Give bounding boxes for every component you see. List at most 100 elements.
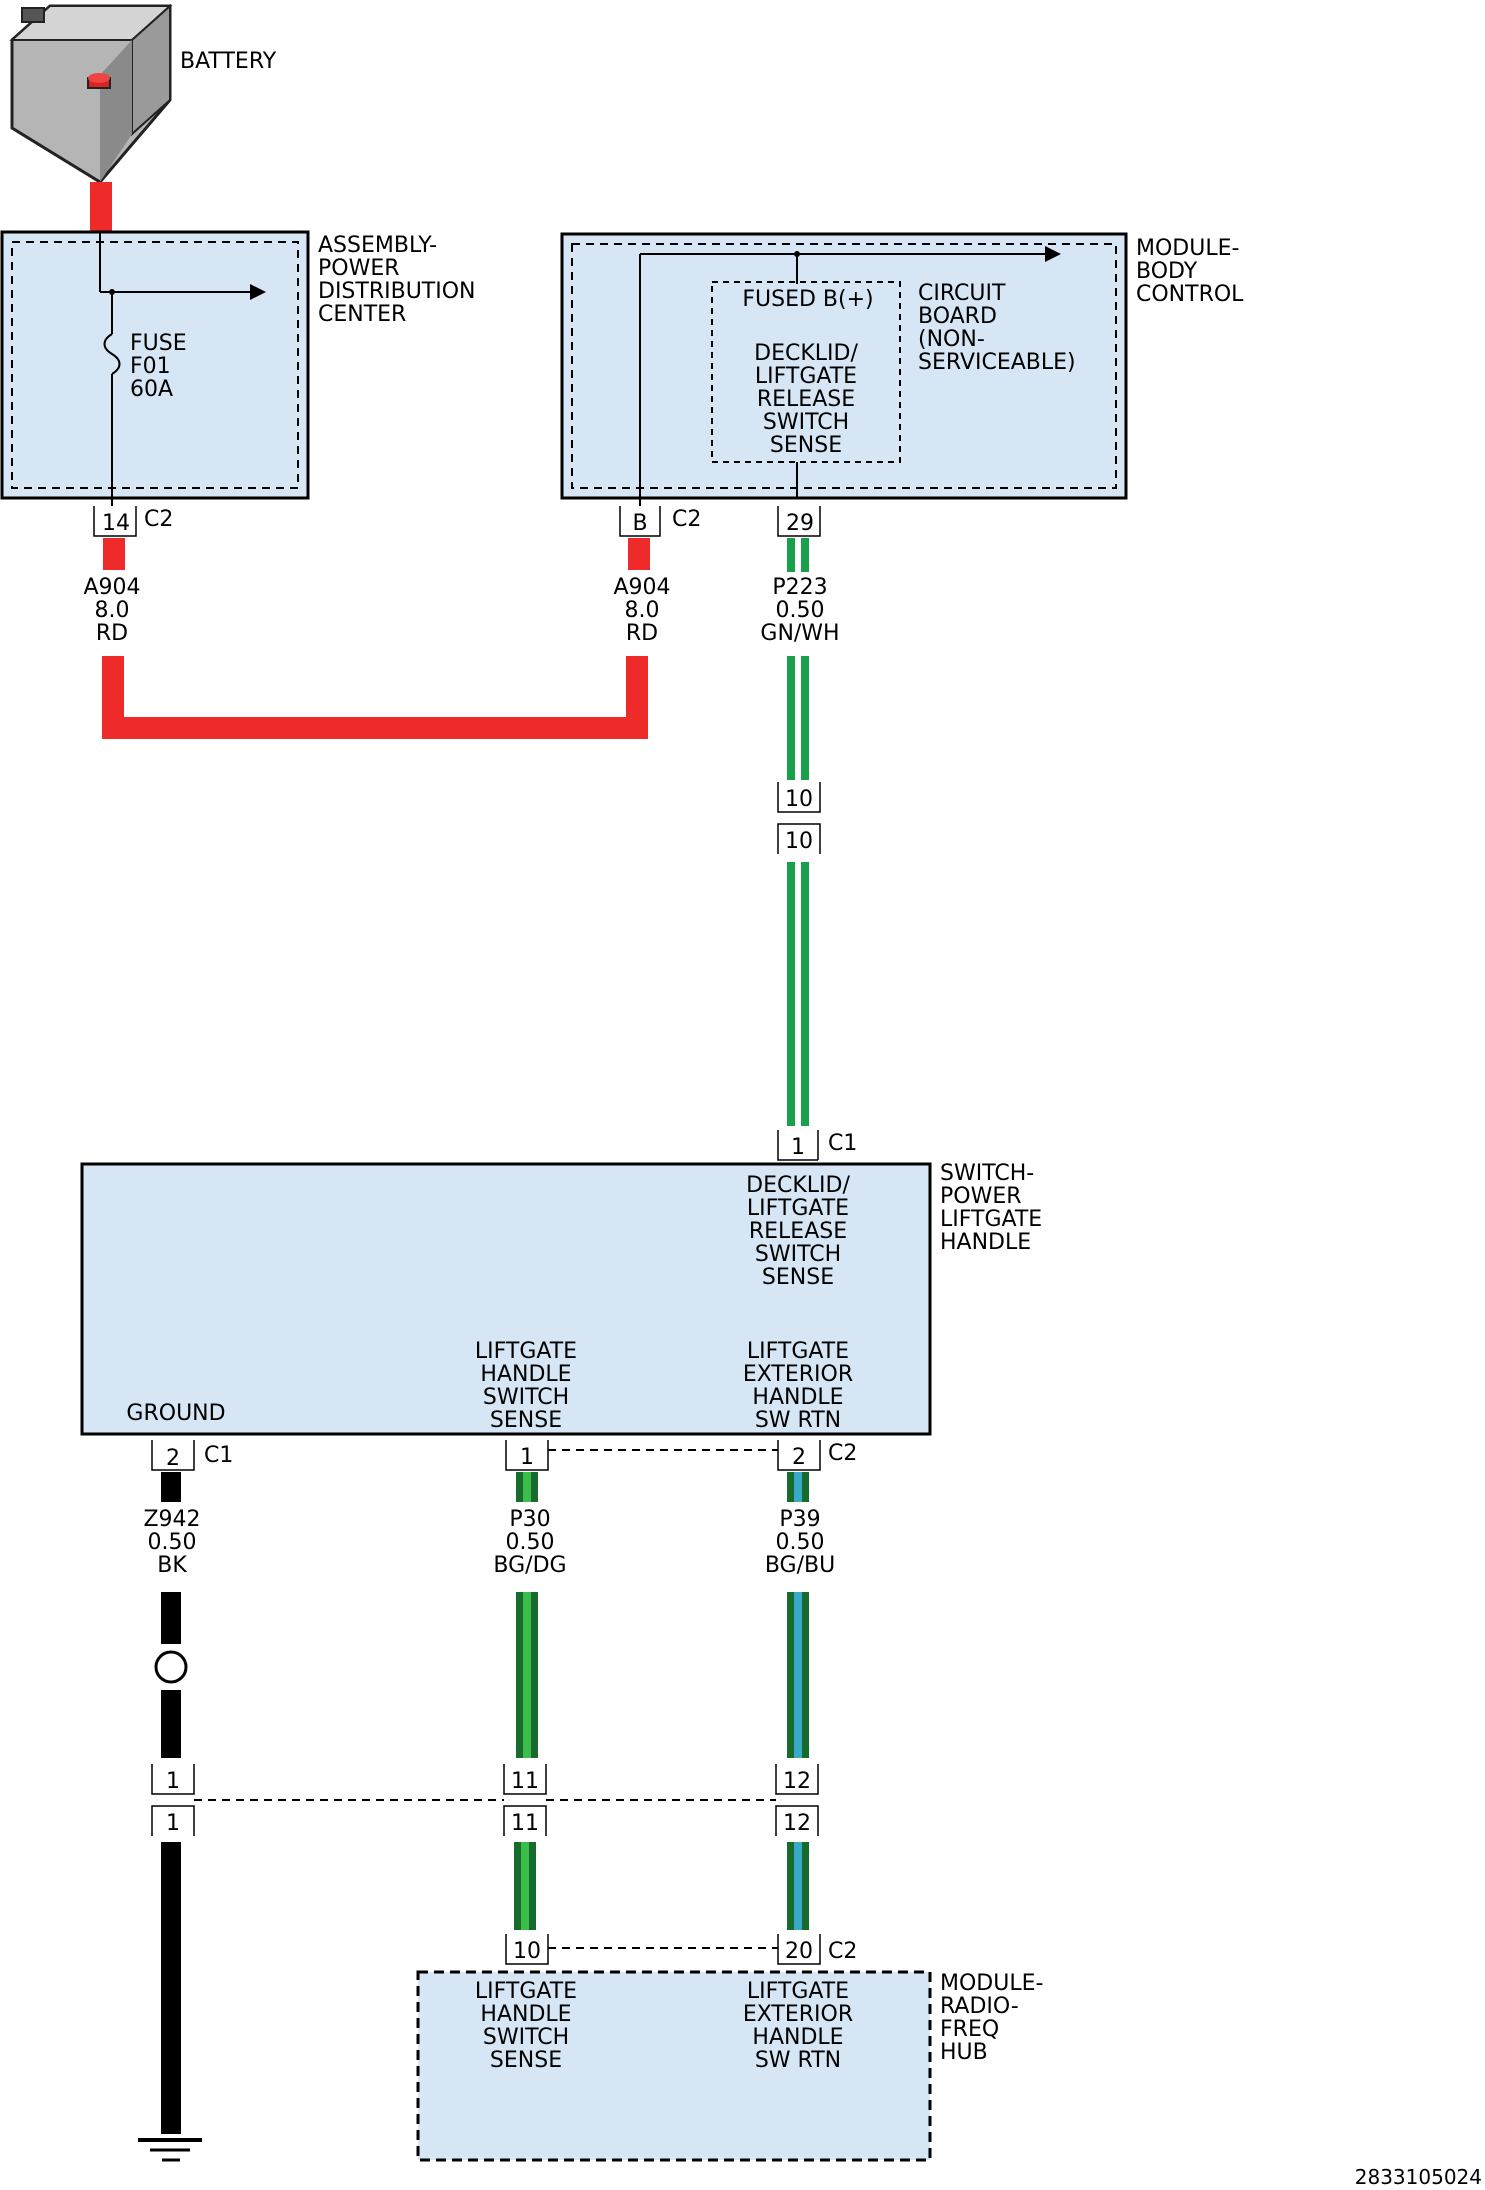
rfhub-rtn-2: EXTERIOR (743, 2002, 853, 2027)
switch-connector-c1-top: C1 (828, 1131, 857, 1156)
bcm-circuit-board-3: (NON- (918, 327, 985, 352)
rfhub-label-3: FREQ (940, 2017, 999, 2042)
pdc-connector-c2: C2 (144, 507, 173, 532)
rfhub-rtn-3: HANDLE (752, 2025, 843, 2050)
rfhub-sense-3: SWITCH (483, 2025, 569, 2050)
liftgate-handle-switch (80, 1162, 932, 1436)
switch-top-sense-3: RELEASE (749, 1219, 847, 1244)
rfhub-sense-4: SENSE (490, 2048, 562, 2073)
rfhub-sense-1: LIFTGATE (475, 1979, 577, 2004)
switch-handle-sense-4: SENSE (490, 1408, 562, 1433)
rfhub-pin-10: 10 (513, 1939, 541, 1964)
bcm-pin-29-box (777, 506, 821, 537)
radio-freq-hub-module (416, 1970, 932, 2162)
bcm-pin-b-box (619, 506, 661, 537)
pdc-pin-14-box (93, 506, 137, 537)
switch-label-3: LIFTGATE (940, 1207, 1042, 1232)
p30-line-3: BG/DG (493, 1553, 566, 1578)
p223-wire-upper (787, 538, 809, 572)
inline-10-top-box (777, 782, 821, 813)
switch-handle-sense-1: LIFTGATE (475, 1339, 577, 1364)
p30-wire-mid (516, 1592, 538, 1758)
switch-ext-rtn-1: LIFTGATE (747, 1339, 849, 1364)
a904-right-line-3: RD (626, 621, 658, 646)
bcm-inner-line-2: LIFTGATE (755, 364, 857, 389)
bcm-inner-line-4: SWITCH (763, 410, 849, 435)
bcm-circuit-board-2: BOARD (918, 304, 997, 329)
inline-gnd-top-box (151, 1764, 195, 1795)
switch-handle-sense-3: SWITCH (483, 1385, 569, 1410)
rfhub-connector-c2: C2 (828, 1939, 857, 1964)
switch-top-sense-5: SENSE (762, 1265, 834, 1290)
bcm-inner-top: FUSED B(+) (742, 287, 873, 312)
rfhub-label-4: HUB (940, 2040, 988, 2065)
switch-ground: GROUND (126, 1401, 225, 1426)
p39-line-1: P39 (779, 1507, 820, 1532)
p30-wire-upper (516, 1472, 538, 1502)
bcm-inner-line-5: SENSE (770, 433, 842, 458)
a904-right-stub (628, 538, 650, 570)
a904-left-line-3: RD (96, 621, 128, 646)
inline-10-top: 10 (785, 787, 813, 812)
rfhub-sense-2: HANDLE (480, 2002, 571, 2027)
battery-label: BATTERY (180, 49, 277, 74)
a904-splice-wire (102, 656, 648, 739)
z942-splice-circle (154, 1650, 188, 1684)
z942-line-2: 0.50 (148, 1530, 197, 1555)
power-distribution-center (0, 230, 310, 500)
bcm-circuit-board-4: SERVICEABLE) (918, 350, 1076, 375)
inline-sense-top: 11 (511, 1769, 539, 1794)
switch-label-1: SWITCH- (940, 1161, 1034, 1186)
switch-connector-c2: C2 (828, 1441, 857, 1466)
rfhub-label-2: RADIO- (940, 1994, 1019, 2019)
pdc-label-4: CENTER (318, 302, 406, 327)
switch-pin-1-sense-box (505, 1440, 549, 1471)
p30-wire-lower (514, 1842, 536, 1930)
bcm-label-1: MODULE- (1136, 236, 1239, 261)
p39-wire-lower (787, 1842, 809, 1930)
switch-top-sense-2: LIFTGATE (747, 1196, 849, 1221)
switch-connector-c1-gnd: C1 (204, 1443, 233, 1468)
p223-line-3: GN/WH (760, 621, 839, 646)
inline-gnd-bottom: 1 (166, 1811, 180, 1836)
switch-pin-sense: 1 (520, 1445, 534, 1470)
p223-wire-lower (787, 862, 809, 1126)
p39-line-2: 0.50 (776, 1530, 825, 1555)
switch-ext-rtn-3: HANDLE (752, 1385, 843, 1410)
bcm-inner-line-1: DECKLID/ (754, 341, 858, 366)
inline-sense-bottom: 11 (511, 1811, 539, 1836)
battery-feed-wire (90, 182, 112, 232)
pdc-fuse-line-3: 60A (130, 377, 173, 402)
switch-pin-1-box (777, 1130, 818, 1161)
pdc-fuse-line-1: FUSE (130, 331, 187, 356)
z942-wire-mid-a (161, 1592, 181, 1644)
switch-ext-rtn-2: EXTERIOR (743, 1362, 853, 1387)
bcm-circuit-board-1: CIRCUIT (918, 281, 1006, 306)
bcm-label-3: CONTROL (1136, 282, 1244, 307)
body-control-module (560, 232, 1128, 500)
z942-wire-lower (161, 1842, 181, 2134)
a904-right-line-1: A904 (613, 575, 670, 600)
z942-wire-upper (161, 1472, 181, 1502)
a904-left-line-2: 8.0 (95, 598, 130, 623)
inline-sense-bottom-box (503, 1805, 547, 1836)
switch-pin-ground: 2 (166, 1446, 180, 1471)
inline-gnd-top: 1 (166, 1769, 180, 1794)
p223-line-2: 0.50 (776, 598, 825, 623)
a904-left-stub (103, 538, 125, 570)
switch-handle-sense-2: HANDLE (480, 1362, 571, 1387)
battery-icon (9, 3, 173, 184)
switch-label-4: HANDLE (940, 1230, 1031, 1255)
rfhub-rtn-4: SW RTN (755, 2048, 841, 2073)
inline-10-bottom-box (777, 823, 821, 854)
switch-ext-rtn-4: SW RTN (755, 1408, 841, 1433)
pdc-pin-14: 14 (102, 511, 130, 536)
switch-pin-2-gnd-box (151, 1440, 195, 1471)
inline-sense-top-box (503, 1764, 547, 1795)
inline-10-bottom: 10 (785, 829, 813, 854)
figure-id: 2833105024 (1355, 2165, 1482, 2189)
pdc-label-3: DISTRIBUTION (318, 279, 476, 304)
bcm-connector-c2: C2 (672, 507, 701, 532)
p30-line-2: 0.50 (506, 1530, 555, 1555)
